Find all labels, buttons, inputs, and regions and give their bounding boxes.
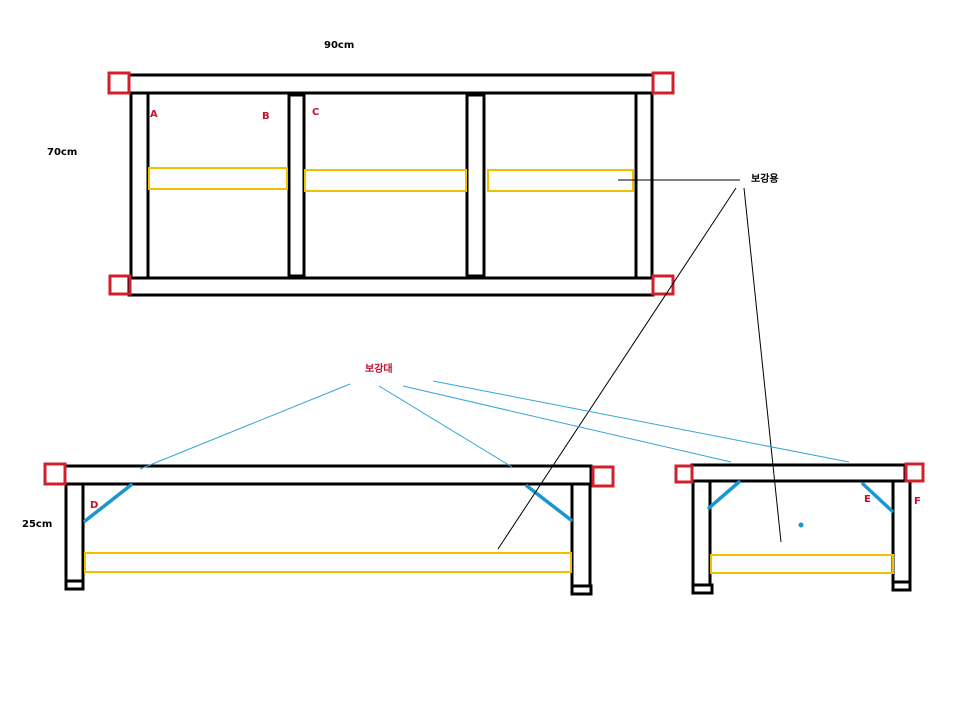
- leader-line-to-front-board: [497, 187, 737, 550]
- corner-mark-bottom-right: [651, 274, 675, 296]
- section-label-a: A: [150, 109, 158, 120]
- blue-dot-marker: [798, 522, 804, 528]
- front-view-reinforcement-board: [84, 552, 572, 573]
- section-label-c: C: [312, 107, 319, 118]
- board-leader-lines: [497, 179, 782, 550]
- width-dimension-label: 90cm: [324, 40, 354, 51]
- reinforcement-board-2: [304, 169, 467, 192]
- brace-d: [83, 483, 133, 523]
- side-view-right-foot: [891, 580, 912, 592]
- brace-front-right: [525, 484, 573, 522]
- brace-label-e: E: [864, 494, 871, 505]
- side-view-left-foot: [691, 583, 714, 595]
- brace-label-d: D: [90, 500, 98, 511]
- section-label-b: B: [262, 111, 270, 122]
- leader-line-to-side-left-brace: [402, 385, 732, 463]
- leader-line-to-brace-e: [432, 380, 850, 463]
- corner-mark-front-right: [591, 465, 615, 488]
- leader-line-to-side-board: [743, 187, 782, 543]
- brace-leader-lines: [139, 380, 850, 470]
- brace-e: [861, 482, 894, 513]
- reinforcement-brace-label: 보강대: [365, 362, 393, 375]
- corner-mark-top-left: [107, 71, 131, 95]
- top-view-corner-marks: [107, 71, 675, 296]
- corner-mark-top-right: [651, 71, 675, 95]
- corner-mark-front-left: [43, 462, 67, 486]
- side-view-corner-marks: [674, 462, 925, 484]
- corner-mark-side-left: [674, 464, 694, 484]
- top-view-right-post: [634, 91, 654, 280]
- side-view-braces: [707, 480, 894, 513]
- height-dimension-label: 25cm: [22, 519, 52, 530]
- brace-side-left: [707, 480, 741, 510]
- corner-mark-bottom-left: [108, 274, 132, 296]
- top-view-boards: [148, 167, 634, 192]
- leader-line-to-brace-d: [139, 383, 351, 470]
- front-view-right-foot: [570, 584, 593, 596]
- depth-dimension-label: 70cm: [47, 147, 77, 158]
- side-view-reinforcement-board: [710, 554, 894, 574]
- brace-label-f: F: [914, 496, 921, 507]
- front-view-braces: [83, 483, 573, 523]
- front-view-left-foot: [64, 579, 85, 591]
- reinforcement-board-1: [148, 167, 288, 190]
- reinforcement-board-label: 보강용: [751, 172, 779, 185]
- corner-mark-side-right: [904, 462, 925, 483]
- leader-line-to-front-right-brace: [378, 385, 513, 468]
- front-view-corner-marks: [43, 462, 615, 488]
